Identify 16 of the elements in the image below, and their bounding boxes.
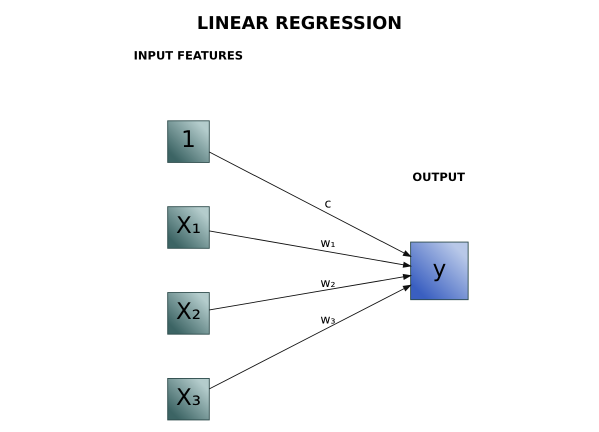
edge-label: w₁: [320, 235, 335, 250]
node-box: 1: [166, 120, 210, 163]
diagram-title: LINEAR REGRESSION: [196, 14, 402, 34]
label: INPUT FEATURES: [133, 48, 243, 63]
arrow: [208, 152, 412, 258]
label: OUTPUT: [412, 170, 464, 184]
arrow: [208, 230, 412, 268]
node-box: X₂: [166, 292, 210, 335]
arrow: [208, 274, 412, 310]
edge-label: w₂: [320, 274, 335, 290]
node-box: X₁: [166, 206, 210, 249]
node-box: y: [410, 242, 468, 300]
node-box: X₃: [166, 378, 210, 420]
edge-label: w₃: [320, 311, 335, 326]
arrow: [208, 284, 412, 390]
edge-label: c: [324, 195, 331, 210]
